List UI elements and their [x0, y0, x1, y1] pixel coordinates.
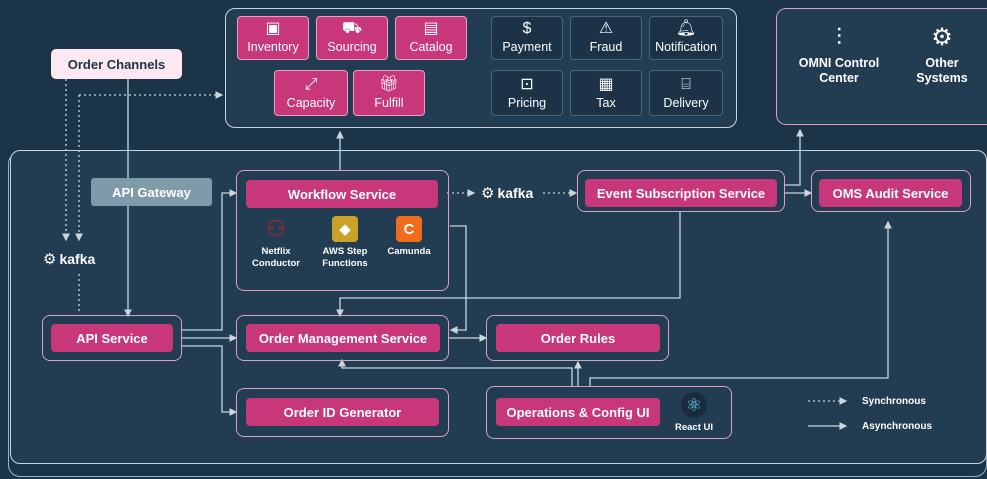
- tile-inventory: ▣ Inventory: [237, 16, 309, 60]
- gear-network-icon: ⚙: [931, 24, 953, 51]
- tool-aws-step-functions: ◆ AWS Step Functions: [314, 216, 376, 270]
- other-systems: ⚙ Other Systems: [902, 26, 982, 86]
- tile-fraud-label: Fraud: [589, 40, 623, 54]
- expand-icon: ⤢: [304, 76, 318, 93]
- tool-camunda-label: Camunda: [387, 246, 431, 257]
- cart-icon: ⛟: [341, 20, 363, 37]
- kafka-left: ⚙ kafka: [43, 250, 95, 268]
- other-systems-label: Other Systems: [916, 56, 968, 85]
- tile-sourcing-label: Sourcing: [327, 40, 377, 54]
- tile-pricing-label: Pricing: [507, 96, 547, 110]
- tool-aws-step-functions-label: AWS Step Functions: [322, 246, 368, 269]
- delivery-icon: ⌸: [681, 76, 691, 93]
- box-icon: ▣: [265, 20, 281, 37]
- tile-fulfill: 🎁︎ Fulfill: [353, 70, 425, 116]
- tile-delivery: ⌸ Delivery: [649, 70, 723, 116]
- tile-sourcing: ⛟ Sourcing: [316, 16, 388, 60]
- tool-camunda: C Camunda: [381, 216, 437, 258]
- order-channels-box: Order Channels: [51, 49, 182, 79]
- tool-netflix-conductor-label: Netflix Conductor: [251, 246, 301, 269]
- kafka-left-label: kafka: [59, 251, 96, 267]
- omni-control-center-label: OMNI Control Center: [798, 56, 880, 85]
- operations-config-frame: [486, 386, 732, 439]
- tile-pricing: ⊡ Pricing: [491, 70, 563, 116]
- omni-panel: [776, 8, 987, 125]
- tile-catalog: ▤ Catalog: [395, 16, 467, 60]
- tile-inventory-label: Inventory: [247, 40, 299, 54]
- tile-payment: $ Payment: [491, 16, 563, 60]
- catalog-icon: ▤: [423, 20, 439, 37]
- tile-tax: ▦ Tax: [570, 70, 642, 116]
- react-icon: ⚛: [681, 392, 707, 418]
- omni-control-center: ⫶ OMNI Control Center: [789, 26, 889, 86]
- payment-icon: $: [522, 20, 532, 37]
- event-subscription-frame: [577, 170, 785, 212]
- legend-synchronous-label: Synchronous: [862, 396, 926, 407]
- warning-icon: ⚠: [598, 20, 614, 37]
- order-rules: Order Rules: [496, 324, 660, 352]
- legend-synchronous: Synchronous: [862, 396, 926, 407]
- calculator-icon: ▦: [598, 76, 614, 93]
- api-service-frame: [42, 315, 182, 361]
- legend-asynchronous-label: Asynchronous: [862, 421, 933, 432]
- camunda-icon: C: [396, 216, 422, 242]
- tile-catalog-label: Catalog: [409, 40, 453, 54]
- kafka-icon: ⚙: [43, 251, 56, 268]
- netflix-conductor-icon: ⚇: [266, 216, 286, 241]
- tile-tax-label: Tax: [596, 96, 616, 110]
- gift-icon: 🎁︎: [378, 76, 400, 93]
- bell-icon: 🔔︎: [675, 20, 697, 37]
- tile-capacity-label: Capacity: [286, 96, 336, 110]
- tile-notification: 🔔︎ Notification: [649, 16, 723, 60]
- react-ui-label: React UI: [674, 422, 713, 433]
- tile-payment-label: Payment: [502, 40, 552, 54]
- operations-config-ui: Operations & Config UI: [496, 398, 660, 426]
- event-subscription-service: Event Subscription Service: [585, 179, 777, 207]
- workflow-service: Workflow Service: [246, 180, 438, 208]
- tile-capacity: ⤢ Capacity: [274, 70, 348, 116]
- price-tag-icon: ⊡: [520, 76, 534, 93]
- aws-step-functions-icon: ◆: [332, 216, 358, 242]
- tool-netflix-conductor: ⚇ Netflix Conductor: [246, 216, 306, 270]
- kafka-icon: ⚙: [481, 185, 494, 202]
- tile-notification-label: Notification: [655, 40, 717, 54]
- tile-fulfill-label: Fulfill: [374, 96, 404, 110]
- kafka-middle-label: kafka: [497, 185, 534, 201]
- order-management-service: Order Management Service: [246, 324, 440, 352]
- oms-audit-service: OMS Audit Service: [819, 179, 962, 207]
- legend-asynchronous: Asynchronous: [862, 421, 932, 432]
- react-ui: ⚛ React UI: [666, 392, 722, 434]
- tile-fraud: ⚠ Fraud: [570, 16, 642, 60]
- api-service: API Service: [51, 324, 173, 352]
- api-gateway-box: API Gateway: [91, 178, 212, 206]
- control-center-icon: ⫶: [836, 24, 842, 51]
- kafka-middle: ⚙ kafka: [481, 184, 533, 202]
- order-id-generator: Order ID Generator: [246, 398, 439, 426]
- tile-delivery-label: Delivery: [663, 96, 709, 110]
